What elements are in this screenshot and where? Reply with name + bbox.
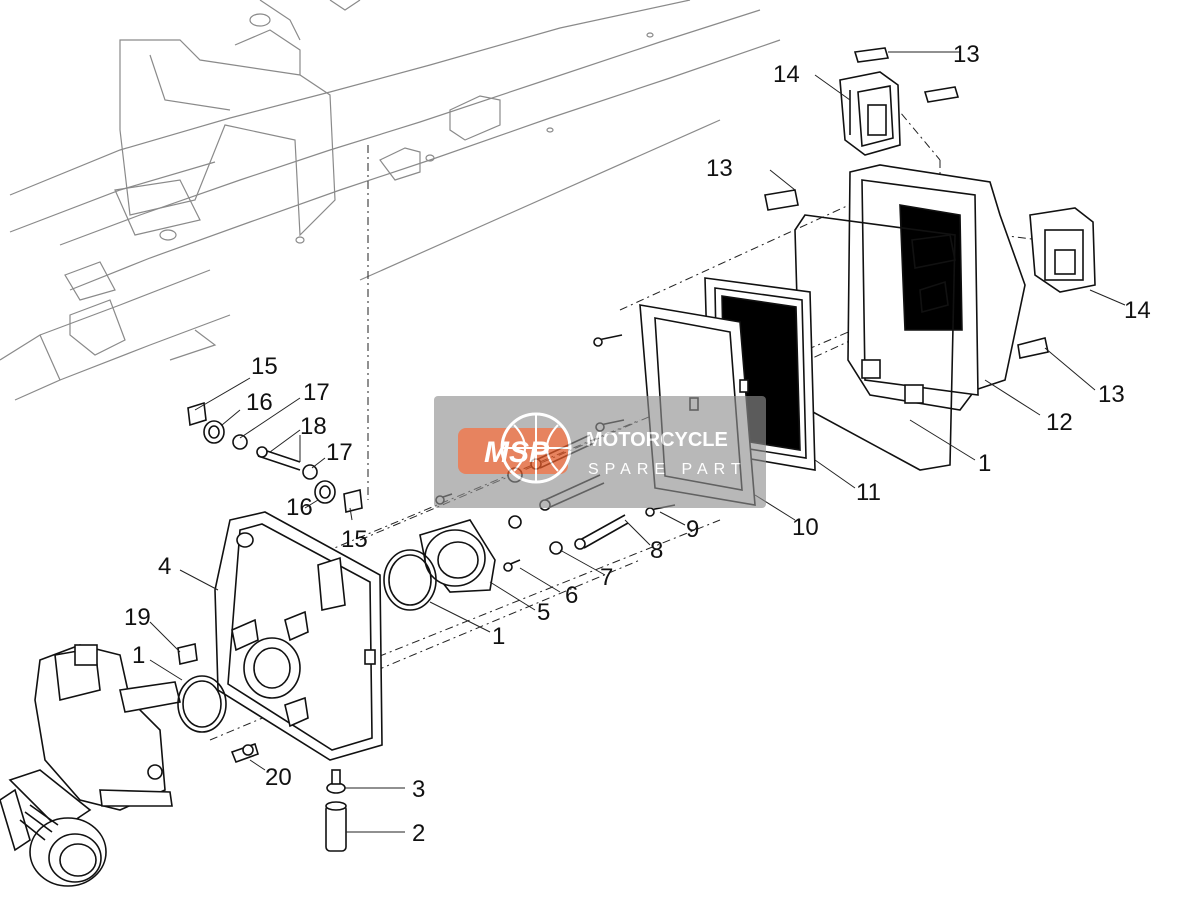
clip-13-top xyxy=(764,47,1049,359)
callout-2: 2 xyxy=(412,820,425,847)
watermark: MSP MOTORCYCLE SPARE PART xyxy=(434,396,766,508)
callout-14-top: 14 xyxy=(773,61,800,88)
round-seal-lower xyxy=(177,675,227,733)
callout-3: 3 xyxy=(412,776,425,803)
callout-5: 5 xyxy=(537,599,550,626)
intake-adaptor xyxy=(419,519,496,593)
callout-19: 19 xyxy=(124,604,151,631)
callout-20: 20 xyxy=(265,764,292,791)
callout-1-lower: 1 xyxy=(132,642,145,669)
callout-13-top: 13 xyxy=(953,41,980,68)
airbox-housing xyxy=(847,164,1026,411)
round-seal-middle xyxy=(383,549,437,611)
callout-13-left: 13 xyxy=(706,155,733,182)
intake-boot-right xyxy=(1029,207,1096,293)
callout-16-bottom: 16 xyxy=(286,494,313,521)
callout-labels: 13 14 13 14 13 12 1 11 10 9 8 7 6 5 1 15… xyxy=(124,41,1151,847)
clip-19 xyxy=(177,643,198,665)
throttle-body xyxy=(0,644,181,887)
filter-box-body xyxy=(214,511,383,761)
watermark-logo-text: MSP xyxy=(484,436,550,469)
scooter-frame xyxy=(0,0,781,401)
callout-10: 10 xyxy=(792,514,819,541)
sensor-20 xyxy=(230,742,259,764)
callout-13-right: 13 xyxy=(1098,381,1125,408)
watermark-panel xyxy=(434,396,766,508)
leader-lines xyxy=(149,51,1126,833)
callout-8: 8 xyxy=(650,537,663,564)
callout-15-top: 15 xyxy=(251,353,278,380)
intake-boot-upper xyxy=(839,71,901,156)
callout-15-bottom: 15 xyxy=(341,526,368,553)
callout-18: 18 xyxy=(300,413,327,440)
callout-17-bottom: 17 xyxy=(326,439,353,466)
callout-1-upper: 1 xyxy=(978,450,991,477)
callout-14-right: 14 xyxy=(1124,297,1151,324)
mount-hardware xyxy=(187,401,363,513)
drain-clamp-3 xyxy=(326,769,346,794)
watermark-brand-text: MOTORCYCLE xyxy=(586,429,728,451)
callout-1-middle: 1 xyxy=(492,623,505,650)
watermark-sub-text: SPARE PART xyxy=(588,461,747,478)
drain-tube-2 xyxy=(325,801,347,852)
watermark-logo-box xyxy=(458,428,568,474)
callout-7: 7 xyxy=(600,564,613,591)
callout-4: 4 xyxy=(158,553,171,580)
callout-9: 9 xyxy=(686,516,699,543)
callout-6: 6 xyxy=(565,582,578,609)
callout-11: 11 xyxy=(856,479,881,506)
callout-12: 12 xyxy=(1046,409,1073,436)
callout-16-top: 16 xyxy=(246,389,273,416)
airbox-seal-large xyxy=(794,214,956,471)
callout-17-top: 17 xyxy=(303,379,330,406)
